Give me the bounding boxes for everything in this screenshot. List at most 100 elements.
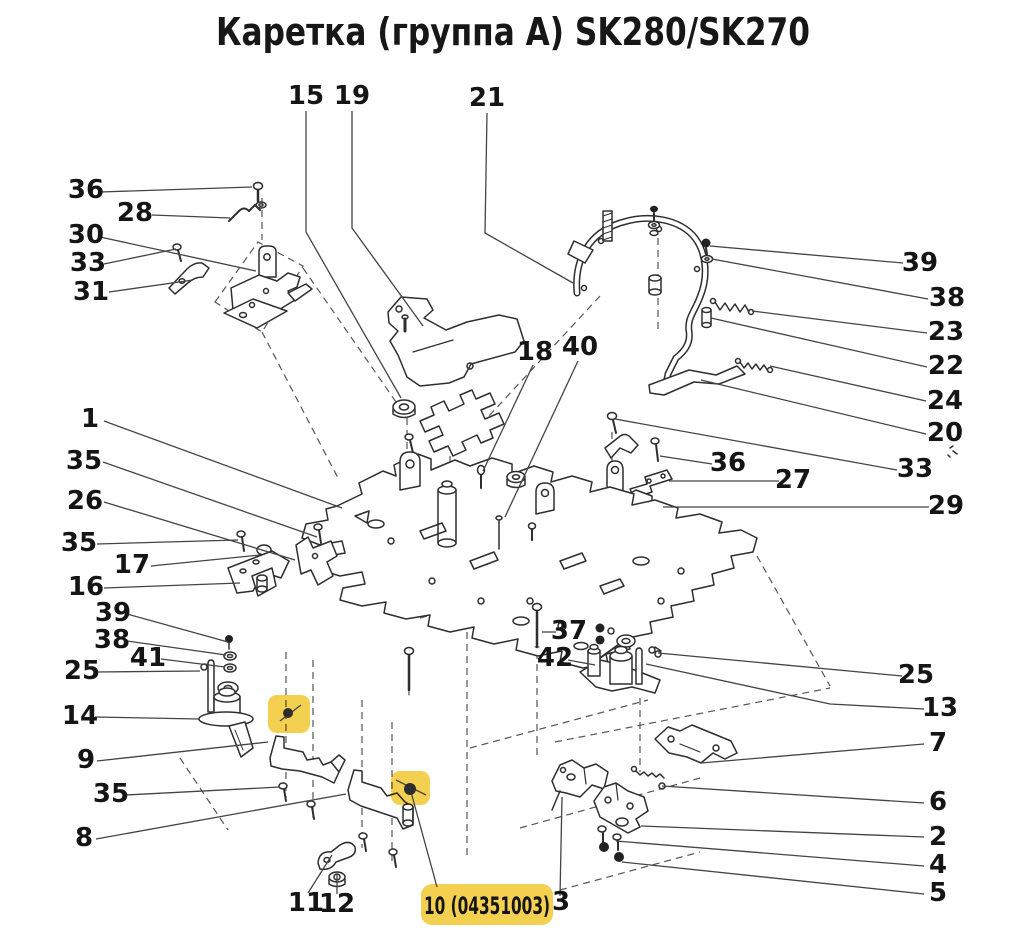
leader-line bbox=[99, 186, 253, 193]
part-31-clip bbox=[168, 262, 210, 295]
part-2-bracket bbox=[593, 782, 649, 834]
part-1-carriage-plate bbox=[301, 451, 758, 696]
part-label-12: 12 bbox=[319, 889, 355, 919]
part-label-20: 20 bbox=[927, 418, 963, 448]
leader-line bbox=[95, 670, 201, 673]
leader-line bbox=[102, 461, 318, 538]
part-label-19: 19 bbox=[334, 81, 370, 111]
leader-line bbox=[126, 613, 229, 643]
leader-line bbox=[769, 365, 927, 402]
leader-line bbox=[125, 786, 281, 796]
part-label-10[interactable]: 10 (04351003) bbox=[424, 892, 550, 920]
leader-line bbox=[351, 111, 424, 327]
part-label-39: 39 bbox=[95, 598, 131, 628]
leader-line bbox=[567, 659, 596, 666]
part-18-cross-plate bbox=[404, 389, 505, 457]
highlighted-screw-dot bbox=[283, 708, 293, 718]
part-label-27: 27 bbox=[775, 465, 811, 495]
part-label-5: 5 bbox=[929, 878, 947, 908]
leader-line bbox=[160, 658, 226, 668]
screw-33-top-left bbox=[172, 243, 182, 262]
part-label-38: 38 bbox=[94, 625, 130, 655]
part-19-plate bbox=[387, 296, 525, 387]
leader-line bbox=[700, 379, 927, 435]
leader-line bbox=[108, 279, 194, 293]
screw-36-top-left bbox=[252, 181, 267, 209]
leader-line bbox=[661, 785, 925, 804]
part-label-11: 11 bbox=[288, 888, 324, 918]
leader-line bbox=[307, 854, 333, 894]
leader-line bbox=[711, 258, 929, 300]
assembly-16-17 bbox=[227, 530, 290, 597]
ink-speck bbox=[947, 445, 958, 458]
leader-line bbox=[103, 582, 241, 589]
part-label-22: 22 bbox=[928, 351, 964, 381]
part-label-42: 42 bbox=[537, 643, 573, 673]
part-label-28: 28 bbox=[117, 198, 153, 228]
leader-layer bbox=[94, 111, 929, 897]
part-label-36: 36 bbox=[68, 175, 104, 205]
part-label-3: 3 bbox=[552, 887, 570, 917]
part-label-7: 7 bbox=[929, 728, 947, 758]
part-label-33: 33 bbox=[70, 248, 106, 278]
part-23-spring bbox=[709, 297, 755, 316]
part-label-9: 9 bbox=[77, 745, 95, 775]
roller-pin bbox=[648, 274, 662, 296]
leader-line bbox=[504, 360, 579, 518]
leader-line bbox=[615, 840, 925, 867]
part-label-40: 40 bbox=[562, 332, 598, 362]
leader-line bbox=[103, 420, 343, 509]
part-label-29: 29 bbox=[928, 491, 964, 521]
part-label-25: 25 bbox=[64, 656, 100, 686]
highlight-box bbox=[421, 884, 553, 925]
spring-vertical bbox=[602, 210, 613, 242]
leader-line bbox=[657, 652, 903, 677]
leader-line bbox=[709, 245, 904, 264]
part-label-16: 16 bbox=[68, 572, 104, 602]
part-label-35: 35 bbox=[93, 779, 129, 809]
leader-line bbox=[410, 791, 438, 888]
screw-washers-top bbox=[647, 205, 661, 237]
part-label-4: 4 bbox=[929, 850, 947, 880]
leader-line bbox=[484, 112, 574, 284]
leader-line bbox=[305, 111, 402, 399]
part-label-39: 39 bbox=[902, 248, 938, 278]
part-22-post bbox=[701, 306, 712, 329]
part-label-30: 30 bbox=[68, 220, 104, 250]
part-label-8: 8 bbox=[75, 823, 93, 853]
part-label-33: 33 bbox=[897, 454, 933, 484]
part-label-31: 31 bbox=[73, 277, 109, 307]
part-24-spring bbox=[734, 357, 774, 374]
leader-line bbox=[94, 716, 200, 720]
leader-line bbox=[640, 825, 925, 838]
screw-33-right bbox=[604, 411, 639, 459]
part-9-rail bbox=[269, 735, 346, 820]
part-8-rail bbox=[347, 769, 414, 868]
leader-line bbox=[482, 364, 534, 472]
part-label-1: 1 bbox=[81, 404, 99, 434]
leader-line bbox=[751, 310, 928, 334]
leader-line bbox=[151, 214, 231, 219]
part-label-17: 17 bbox=[114, 550, 150, 580]
part-label-35: 35 bbox=[66, 446, 102, 476]
part-7-bracket bbox=[654, 724, 738, 764]
assembly-42 bbox=[579, 623, 662, 694]
part-label-13: 13 bbox=[922, 693, 958, 723]
screw-39-target bbox=[700, 238, 714, 264]
part-label-2: 2 bbox=[929, 822, 947, 852]
part-30-bracket bbox=[223, 245, 313, 329]
part-11-hook bbox=[317, 841, 357, 871]
leader-line bbox=[659, 455, 713, 465]
parts-artwork bbox=[168, 181, 958, 888]
part-label-15: 15 bbox=[288, 81, 324, 111]
leader-line bbox=[99, 236, 257, 272]
leader-line bbox=[103, 248, 177, 265]
parts-4-5-fasteners bbox=[597, 825, 624, 862]
leader-line bbox=[614, 418, 898, 471]
part-label-25: 25 bbox=[898, 660, 934, 690]
leader-line bbox=[621, 861, 925, 895]
part-label-24: 24 bbox=[927, 386, 963, 416]
